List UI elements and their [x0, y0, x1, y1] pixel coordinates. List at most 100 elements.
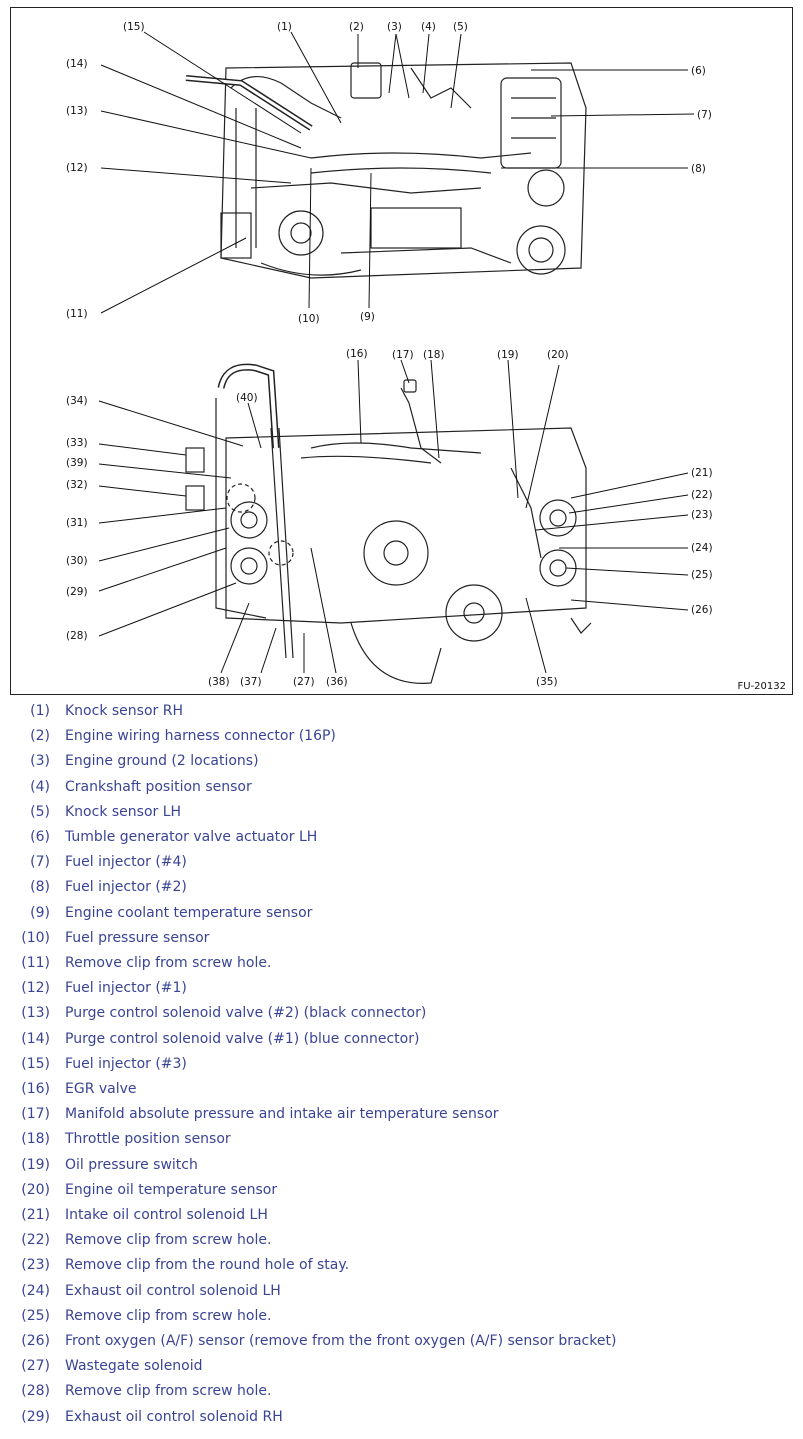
legend-item-number: (15) — [21, 1055, 50, 1072]
top-engine-view — [185, 62, 587, 279]
legend-item-text: Remove clip from screw hole. — [65, 1307, 272, 1324]
legend-item-number: (8) — [30, 879, 50, 896]
callout-10: (10) — [298, 313, 320, 325]
callout-14: (14) — [66, 58, 88, 70]
legend-item-text: Purge control solenoid valve (#2) (black… — [65, 1005, 427, 1022]
legend-item-text: Fuel injector (#1) — [65, 980, 187, 997]
callout-31: (31) — [66, 517, 88, 529]
legend-item-number: (3) — [30, 753, 50, 770]
callout-4: (4) — [421, 21, 436, 33]
legend-item-text: Front oxygen (A/F) sensor (remove from t… — [65, 1333, 617, 1349]
legend-item: (19)Oil pressure switch — [0, 1157, 803, 1181]
legend-item-text: Purge control solenoid valve (#1) (blue … — [65, 1030, 420, 1047]
legend-item-number: (1) — [30, 703, 50, 719]
legend-item-text: Oil pressure switch — [65, 1156, 198, 1173]
callout-19: (19) — [497, 349, 519, 361]
callout-13: (13) — [66, 105, 88, 117]
legend-item-text: Remove clip from screw hole. — [65, 1383, 272, 1400]
legend-item: (27)Wastegate solenoid — [0, 1358, 803, 1382]
legend-item-text: Knock sensor RH — [65, 703, 183, 719]
legend-item-number: (4) — [30, 778, 50, 795]
legend-item-number: (24) — [21, 1282, 50, 1299]
callout-17: (17) — [392, 349, 414, 361]
callout-32: (32) — [66, 479, 88, 491]
legend-item: (20) Engine oil temperature sensor — [0, 1182, 803, 1206]
legend-item: (1) Knock sensor RH — [0, 703, 803, 727]
legend-item: (10) Fuel pressure sensor — [0, 930, 803, 954]
legend-item: (9) Engine coolant temperature sensor — [0, 905, 803, 929]
callout-40: (40) — [236, 392, 258, 404]
legend-item-text: Crankshaft position sensor — [65, 778, 252, 795]
legend-item: (15) Fuel injector (#3) — [0, 1056, 803, 1080]
legend-item-number: (17) — [21, 1106, 50, 1123]
legend-item: (4) Crankshaft position sensor — [0, 779, 803, 803]
callout-3: (3) — [387, 21, 402, 33]
legend-item-text: Remove clip from screw hole. — [65, 955, 272, 971]
legend-item: (11)Remove clip from screw hole. — [0, 955, 803, 979]
legend-item-number: (13) — [21, 1005, 50, 1022]
front-engine-view — [185, 363, 592, 684]
legend-item-text: Intake oil control solenoid LH — [65, 1207, 268, 1223]
legend-item-number: (12) — [21, 980, 50, 997]
legend-item-number: (21) — [21, 1207, 50, 1223]
callout-8: (8) — [691, 163, 706, 175]
legend-item-number: (7) — [30, 854, 50, 871]
legend-item-number: (5) — [30, 803, 50, 820]
legend-item: (6)Tumble generator valve actuator LH — [0, 829, 803, 853]
legend-item-number: (22) — [21, 1232, 50, 1249]
legend-item: (8) Fuel injector (#2) — [0, 879, 803, 903]
legend-item-number: (9) — [30, 904, 50, 921]
legend-item-text: Engine oil temperature sensor — [65, 1181, 278, 1198]
callout-5: (5) — [453, 21, 468, 33]
legend-item-text: Engine wiring harness connector (16P) — [65, 728, 336, 745]
callout-7: (7) — [697, 109, 712, 121]
legend-item-text: Engine coolant temperature sensor — [65, 904, 313, 921]
legend-item-text: Fuel pressure sensor — [65, 929, 210, 946]
legend-item: (14) Purge control solenoid valve (#1) (b… — [0, 1031, 803, 1055]
legend-item-number: (14) — [21, 1030, 50, 1047]
legend-item-number: (10) — [21, 929, 50, 946]
legend-item: (5) Knock sensor LH — [0, 804, 803, 828]
callout-2: (2) — [349, 21, 364, 33]
callout-29: (29) — [66, 586, 88, 598]
callout-9: (9) — [360, 311, 375, 323]
legend-item-number: (29) — [21, 1408, 50, 1425]
engine-diagram: (15) (1) (2) (3) (4) (5) (6) (7) (8) (14… — [10, 7, 793, 695]
callout-11: (11) — [66, 308, 88, 320]
legend-item-text: Fuel injector (#2) — [65, 879, 187, 896]
legend-item: (28) Remove clip from screw hole. — [0, 1383, 803, 1407]
legend-item-text: Knock sensor LH — [65, 803, 182, 820]
legend-item: (3)Engine ground (2 locations) — [0, 753, 803, 777]
legend-item-text: Tumble generator valve actuator LH — [65, 829, 318, 845]
legend-item-text: Exhaust oil control solenoid RH — [65, 1408, 283, 1425]
callout-34: (34) — [66, 395, 88, 407]
legend-item-text: Fuel injector (#4) — [65, 854, 187, 871]
callout-30: (30) — [66, 555, 88, 567]
legend-item-text: Fuel injector (#3) — [65, 1055, 187, 1072]
callout-23: (23) — [691, 509, 713, 521]
legend-item: (7) Fuel injector (#4) — [0, 854, 803, 878]
legend-item-text: EGR valve — [65, 1081, 137, 1097]
callout-12: (12) — [66, 162, 88, 174]
engine-drawing: (15) (1) (2) (3) (4) (5) (6) (7) (8) (14… — [66, 21, 713, 688]
callout-38: (38) — [208, 676, 230, 688]
legend-item-text: Remove clip from screw hole. — [65, 1232, 272, 1249]
callout-6: (6) — [691, 65, 706, 77]
legend-item-number: (20) — [21, 1181, 50, 1198]
callout-35: (35) — [536, 676, 558, 688]
legend-item-number: (28) — [21, 1383, 50, 1400]
legend-item-number: (18) — [21, 1131, 50, 1148]
callout-28: (28) — [66, 630, 88, 642]
legend-item: (24)Exhaust oil control solenoid LH — [0, 1283, 803, 1307]
leader-lines — [98, 31, 695, 674]
callout-37: (37) — [240, 676, 262, 688]
legend-item-number: (27) — [21, 1358, 50, 1375]
callout-26: (26) — [691, 604, 713, 616]
legend-item-number: (2) — [30, 728, 50, 745]
callout-15: (15) — [123, 21, 145, 33]
legend-item-text: Manifold absolute pressure and intake ai… — [65, 1106, 499, 1123]
callout-39: (39) — [66, 457, 88, 469]
legend-item-number: (26) — [21, 1333, 50, 1349]
legend-item-text: Throttle position sensor — [65, 1131, 231, 1148]
legend-item: (18) Throttle position sensor — [0, 1131, 803, 1155]
